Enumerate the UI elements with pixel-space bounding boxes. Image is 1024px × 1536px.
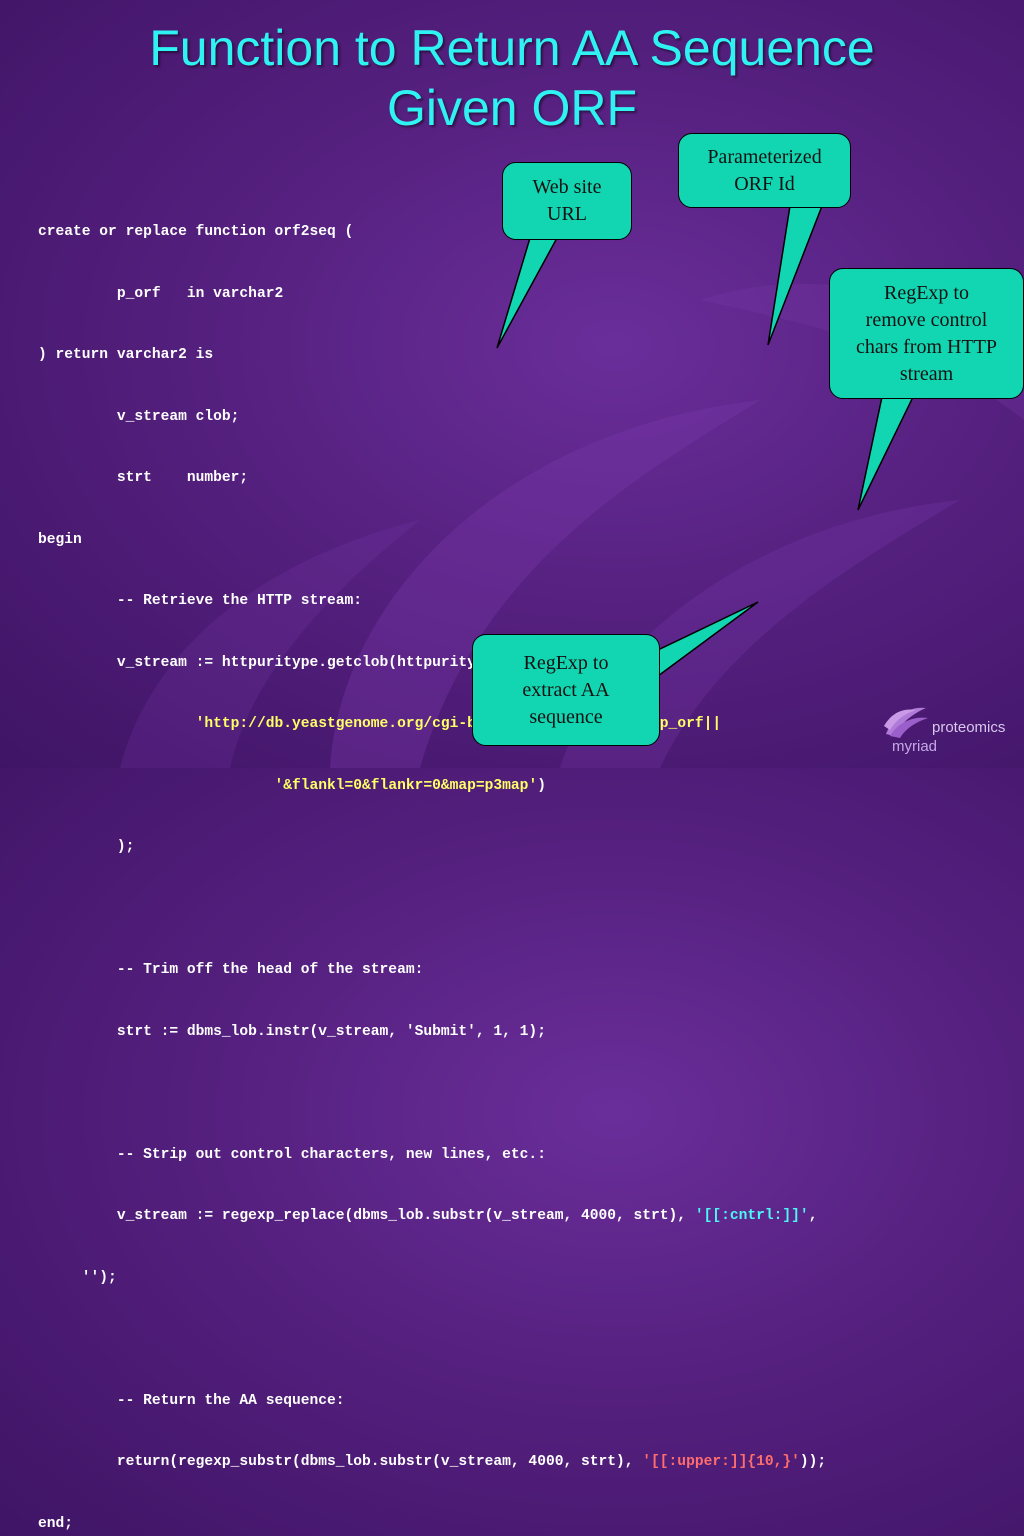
callout-text: Web site	[532, 176, 602, 198]
callout-tails	[496, 205, 915, 678]
code-line: '');	[38, 1269, 117, 1286]
code-line: -- Trim off the head of the stream:	[38, 962, 424, 978]
code-line: create or replace function orf2seq (	[38, 224, 354, 240]
code-line: -- Strip out control characters, new lin…	[38, 1146, 546, 1163]
url-params-string: '&flankl=0&flankr=0&map=p3map'	[274, 777, 538, 794]
title-line-1: Function to Return AA Sequence	[149, 20, 875, 76]
code-line: -- Return the AA sequence:	[38, 1392, 345, 1409]
code-text: v_stream := regexp_replace(dbms_lob.subs…	[38, 1208, 695, 1224]
code-blank-line	[38, 1083, 978, 1104]
code-line: return(regexp_substr(dbms_lob.substr(v_s…	[38, 1452, 978, 1473]
callout-text: remove control	[865, 308, 988, 331]
parameterized-orf-callout: Parameterized ORF Id	[678, 133, 851, 208]
title-line-2: Given ORF	[386, 80, 638, 136]
myriad-logo-icon	[884, 707, 928, 738]
regexp-control-chars-callout: RegExp to remove control chars from HTTP…	[829, 268, 1024, 399]
regexp-aa-callout-tail	[657, 601, 759, 678]
code-line: ) return varchar2 is	[38, 347, 214, 363]
code-line: v_stream := regexp_replace(dbms_lob.subs…	[38, 1206, 978, 1227]
code-line: strt number;	[38, 470, 249, 486]
code-text: ,	[808, 1208, 818, 1224]
logo-text-myriad: myriad	[892, 738, 938, 755]
regexp-aa-sequence-callout: RegExp to extract AA sequence	[472, 634, 660, 746]
code-line: -- Retrieve the HTTP stream:	[38, 593, 363, 609]
callout-text: RegExp to	[523, 651, 609, 674]
code-blank-line	[38, 1329, 978, 1350]
code-line: );	[38, 839, 135, 855]
logo-text-proteomics: proteomics	[932, 719, 1006, 736]
param-callout-tail	[767, 205, 824, 346]
code-text: )	[537, 777, 546, 794]
callout-text: RegExp to	[883, 281, 969, 304]
code-line: end;	[38, 1515, 74, 1532]
code-line: '&flankl=0&flankr=0&map=p3map')	[38, 776, 978, 797]
code-blank-line	[38, 899, 978, 920]
code-line: p_orf in varchar2	[38, 285, 284, 302]
callout-text: URL	[547, 203, 587, 225]
callout-text: sequence	[529, 705, 603, 728]
code-line: begin	[38, 531, 82, 548]
code-text: ));	[799, 1454, 827, 1470]
code-line: v_stream clob;	[38, 408, 240, 425]
regexp-ctrl-callout-tail	[857, 396, 915, 511]
website-callout-tail	[496, 237, 559, 349]
website-url-callout: Web site URL	[502, 162, 632, 240]
slide-title: Function to Return AA Sequence Given ORF	[0, 18, 1024, 138]
callout-text: ORF Id	[734, 172, 795, 195]
upper-regexp-string: '[[:upper:]]{10,}'	[642, 1454, 800, 1470]
cntrl-regexp-string: '[[:cntrl:]]'	[694, 1208, 809, 1224]
callout-text: extract AA	[522, 678, 610, 701]
callout-text: stream	[899, 362, 954, 385]
code-indent	[38, 778, 274, 794]
code-text: return(regexp_substr(dbms_lob.substr(v_s…	[38, 1454, 643, 1470]
callout-text: chars from HTTP	[855, 335, 998, 358]
code-line: strt := dbms_lob.instr(v_stream, 'Submit…	[38, 1023, 546, 1040]
callout-text: Parameterized	[707, 145, 822, 168]
